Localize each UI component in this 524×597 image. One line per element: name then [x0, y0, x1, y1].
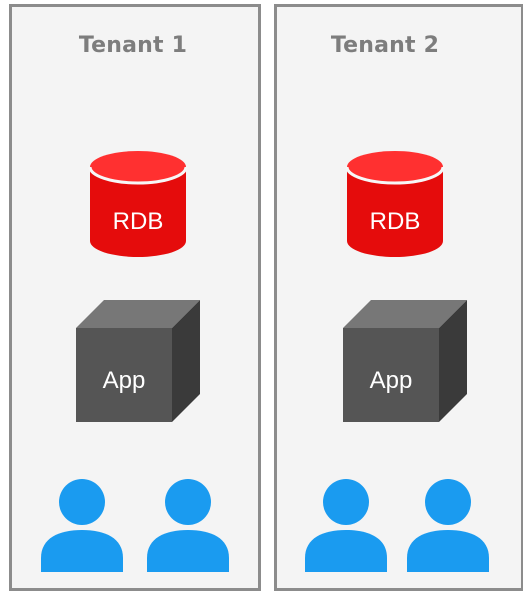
user-icon — [147, 479, 229, 572]
user-icon — [41, 479, 123, 572]
app-cube-icon: App — [343, 300, 467, 422]
tenant-2-panel: Tenant 2 RDB App — [274, 4, 523, 591]
app-label: App — [103, 367, 146, 394]
tenant-1-title: Tenant 1 — [78, 33, 188, 58]
tenant-2-title: Tenant 2 — [330, 33, 440, 58]
app-cube-icon: App — [76, 300, 200, 422]
database-label: RDB — [370, 208, 421, 235]
user-icon — [305, 479, 387, 572]
tenant-1-panel: Tenant 1 RDB App — [9, 4, 261, 591]
database-icon: RDB — [345, 151, 445, 257]
database-label: RDB — [113, 208, 164, 235]
database-icon: RDB — [88, 151, 188, 257]
app-label: App — [370, 367, 413, 394]
user-icon — [407, 479, 489, 572]
